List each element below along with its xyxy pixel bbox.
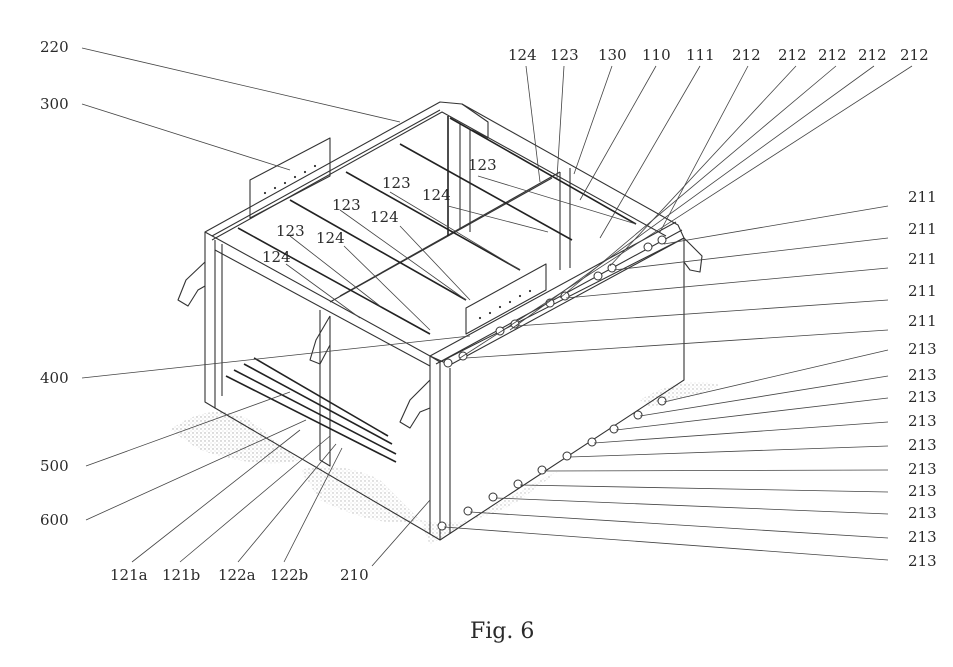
label-inner-8: 124: [262, 248, 291, 266]
label-inner-5: 123: [332, 196, 361, 214]
label-211-2: 211: [908, 220, 937, 238]
label-top-2: 123: [550, 46, 579, 64]
label-211-3: 211: [908, 250, 937, 268]
label-inner-3: 123: [382, 174, 411, 192]
label-top-1: 124: [508, 46, 537, 64]
box-frame: [205, 102, 684, 540]
label-213-2: 213: [908, 366, 937, 384]
label-inner-6: 124: [316, 229, 345, 247]
label-top-7: 212: [778, 46, 807, 64]
ground-shadow: [170, 382, 720, 545]
label-top-8: 212: [818, 46, 847, 64]
label-213-7: 213: [908, 482, 937, 500]
label-213-10: 213: [908, 552, 937, 570]
figure-caption: Fig. 6: [470, 619, 534, 644]
label-210: 210: [340, 566, 369, 584]
label-top-9: 212: [858, 46, 887, 64]
label-inner-4: 124: [370, 208, 399, 226]
label-121a: 121a: [110, 566, 148, 584]
label-top-3: 130: [598, 46, 627, 64]
label-top-5: 111: [686, 46, 715, 64]
label-500: 500: [40, 457, 69, 475]
label-inner-1: 123: [468, 156, 497, 174]
leader-lines: [82, 48, 912, 566]
label-121b: 121b: [162, 566, 200, 584]
label-211-5: 211: [908, 312, 937, 330]
label-top-6: 212: [732, 46, 761, 64]
label-211-4: 211: [908, 282, 937, 300]
label-213-4: 213: [908, 412, 937, 430]
label-inner-2: 124: [422, 186, 451, 204]
label-top-4: 110: [642, 46, 671, 64]
label-top-10: 212: [900, 46, 929, 64]
label-600: 600: [40, 511, 69, 529]
label-211-1: 211: [908, 188, 937, 206]
label-213-9: 213: [908, 528, 937, 546]
label-213-6: 213: [908, 460, 937, 478]
label-122a: 122a: [218, 566, 256, 584]
label-213-5: 213: [908, 436, 937, 454]
label-213-3: 213: [908, 388, 937, 406]
label-122b: 122b: [270, 566, 308, 584]
label-220: 220: [40, 38, 69, 56]
label-400: 400: [40, 369, 69, 387]
label-213-1: 213: [908, 340, 937, 358]
label-213-8: 213: [908, 504, 937, 522]
label-inner-7: 123: [276, 222, 305, 240]
label-300: 300: [40, 95, 69, 113]
